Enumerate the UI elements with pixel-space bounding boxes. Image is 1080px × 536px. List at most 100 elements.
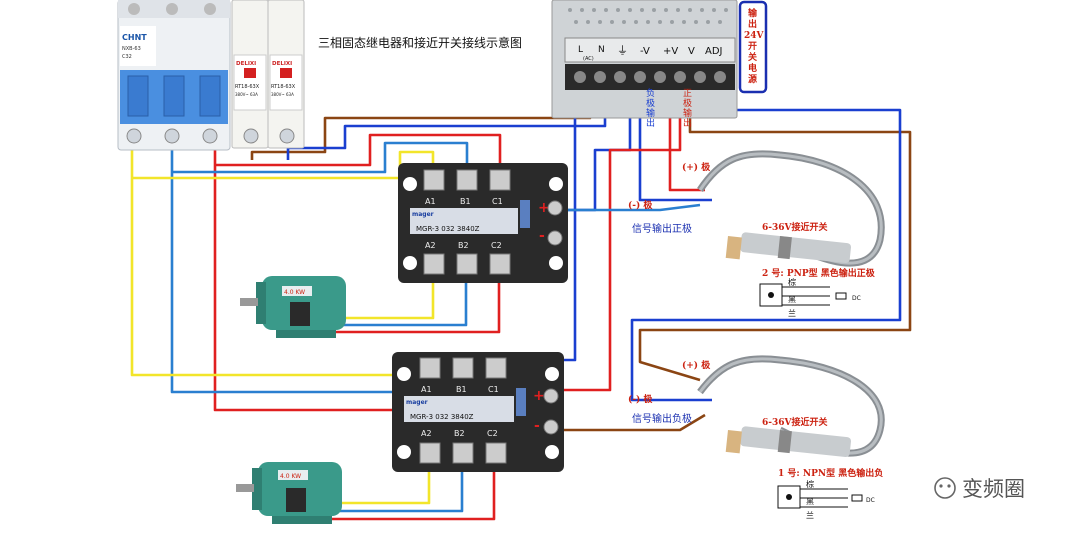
relay1-terminal-a1[interactable] xyxy=(423,169,445,191)
relay1-label-a2: A2 xyxy=(425,241,436,250)
relay2-label-b2: B2 xyxy=(454,429,465,438)
sensor2-type-label: 1 号: NPN型 黑色输出负 xyxy=(778,467,883,479)
fuse-holder-2: DELIXI RT18-63X 380V~ 63A xyxy=(267,0,305,149)
relay2-label-a2: A2 xyxy=(421,429,432,438)
relay2-minus: - xyxy=(534,418,540,434)
watermark: 变频圈 xyxy=(934,477,1025,501)
supply-terminal-ground: ⏚ xyxy=(617,44,628,57)
relay2-terminal-a1[interactable] xyxy=(419,357,441,379)
wire-blue-top xyxy=(172,141,469,178)
relay1-signal-label: 信号输出正极 xyxy=(632,222,692,235)
relay1-label-c2: C2 xyxy=(491,241,502,250)
breaker-rating: C32 xyxy=(122,54,132,60)
fuse-2-rating: 380V~ 63A xyxy=(271,92,294,97)
wire-red-main xyxy=(213,150,410,412)
wire-yellow-main xyxy=(130,150,420,377)
relay1-brand: mager xyxy=(412,211,434,218)
relay1-label-b2: B2 xyxy=(458,241,469,250)
supply-screw-3[interactable] xyxy=(614,71,626,83)
relay2-label-b1: B1 xyxy=(456,385,467,394)
relay1-terminal-b2[interactable] xyxy=(456,253,478,275)
wire-blue-supply-n xyxy=(286,92,607,160)
motor-2: 4.0 KW xyxy=(236,462,342,524)
relay2-label-c1: C1 xyxy=(488,385,499,394)
relay1-terminal-a2[interactable] xyxy=(423,253,445,275)
relay1-terminal-minus[interactable] xyxy=(547,230,563,246)
wire-dc-blue-sig xyxy=(560,203,701,212)
sensor2-dc: DC xyxy=(866,497,875,504)
supply-screw-8[interactable] xyxy=(714,71,726,83)
relay2-terminal-a2[interactable] xyxy=(419,442,441,464)
breaker-model: NXB-63 xyxy=(122,46,141,52)
sensor2-pos-pole: (+) 极 xyxy=(682,359,711,371)
solid-state-relay-2: A1 B1 C1 mager MGR-3 032 3840Z + - A2 B2… xyxy=(392,352,564,472)
fuse-1-brand: DELIXI xyxy=(236,61,256,67)
sensor2-wire-black: 黑 xyxy=(806,497,814,506)
breaker-lever-2[interactable] xyxy=(163,75,185,117)
sensor1-type-label: 2 号: PNP型 黑色输出正极 xyxy=(762,267,876,279)
sensor1-neg-pole: (-) 极 xyxy=(628,199,653,211)
wechat-icon xyxy=(934,477,956,499)
fuse-2-model: RT18-63X xyxy=(271,84,296,90)
motor-2-power: 4.0 KW xyxy=(280,473,301,480)
supply-terminal-v: V xyxy=(688,46,695,57)
wire-motor1-red xyxy=(296,272,501,334)
sensor1-schematic: 棕 黑 兰 DC xyxy=(759,277,861,318)
supply-screw-1[interactable] xyxy=(574,71,586,83)
supply-terminal-adj: ADJ xyxy=(705,46,723,57)
supply-screw-5[interactable] xyxy=(654,71,666,83)
relay2-signal-label: 信号输出负极 xyxy=(632,412,692,425)
sensor2-schematic: 棕 黑 兰 DC xyxy=(777,479,875,520)
motor-1-power: 4.0 KW xyxy=(284,289,305,296)
relay2-label-a1: A1 xyxy=(421,385,432,394)
relay1-terminal-c1[interactable] xyxy=(489,169,511,191)
sensor1-pos-pole: (+) 极 xyxy=(682,161,711,173)
supply-screw-6[interactable] xyxy=(674,71,686,83)
power-supply-24v: L N (AC) ⏚ -V +V V ADJ 负极输出 正极输出 xyxy=(551,0,738,129)
supply-terminal-n: N xyxy=(598,45,605,55)
relay1-model: MGR-3 032 3840Z xyxy=(416,225,480,233)
relay1-minus: - xyxy=(539,228,545,244)
wire-dc-red-1 xyxy=(668,92,705,192)
relay2-terminal-plus[interactable] xyxy=(543,388,559,404)
wire-motor2-red xyxy=(290,462,496,521)
supply-ac-label: (AC) xyxy=(583,56,594,62)
supply-screw-2[interactable] xyxy=(594,71,606,83)
sensor2-neg-pole: (-) 极 xyxy=(628,393,653,405)
supply-terminal-l: L xyxy=(578,45,583,55)
wire-motor2-blue xyxy=(293,462,464,513)
solid-state-relay-1: A1 B1 C1 mager MGR-3 032 3840Z + - A2 B2… xyxy=(398,163,568,283)
relay2-model: MGR-3 032 3840Z xyxy=(410,413,474,421)
fuse-2-brand: DELIXI xyxy=(272,61,292,67)
sensor1-wire-brown: 棕 xyxy=(788,277,796,287)
relay2-terminal-c2[interactable] xyxy=(485,442,507,464)
relay2-terminal-b2[interactable] xyxy=(452,442,474,464)
fuse-1-rating: 380V~ 63A xyxy=(235,92,258,97)
relay2-label-c2: C2 xyxy=(487,429,498,438)
relay2-terminal-c1[interactable] xyxy=(485,357,507,379)
sensor1-dc: DC xyxy=(852,295,861,302)
sensor1-wire-blue: 兰 xyxy=(788,308,796,318)
wire-motor1-blue xyxy=(298,272,468,327)
sensor2-name: 6-36V接近开关 xyxy=(762,416,828,428)
relay1-terminal-plus[interactable] xyxy=(547,200,563,216)
supply-screw-7[interactable] xyxy=(694,71,706,83)
relay1-terminal-b1[interactable] xyxy=(456,169,478,191)
breaker-lever-1[interactable] xyxy=(127,75,149,117)
wire-dc-brown-1 xyxy=(638,92,912,382)
fuse-1-model: RT18-63X xyxy=(235,84,260,90)
relay2-terminal-minus[interactable] xyxy=(543,419,559,435)
relay2-terminal-b1[interactable] xyxy=(452,357,474,379)
relay1-terminal-c2[interactable] xyxy=(489,253,511,275)
proximity-sensor-npn xyxy=(697,355,885,457)
relay1-label-c1: C1 xyxy=(492,197,503,206)
supply-terminal-v-plus: +V xyxy=(663,46,678,57)
relay1-plus: + xyxy=(538,200,550,216)
sensor2-wire-blue: 兰 xyxy=(806,510,814,520)
circuit-breaker: CHNT NXB-63 C32 xyxy=(117,0,231,151)
sensor1-name: 6-36V接近开关 xyxy=(762,221,828,233)
breaker-lever-3[interactable] xyxy=(199,75,221,117)
supply-screw-4[interactable] xyxy=(634,71,646,83)
